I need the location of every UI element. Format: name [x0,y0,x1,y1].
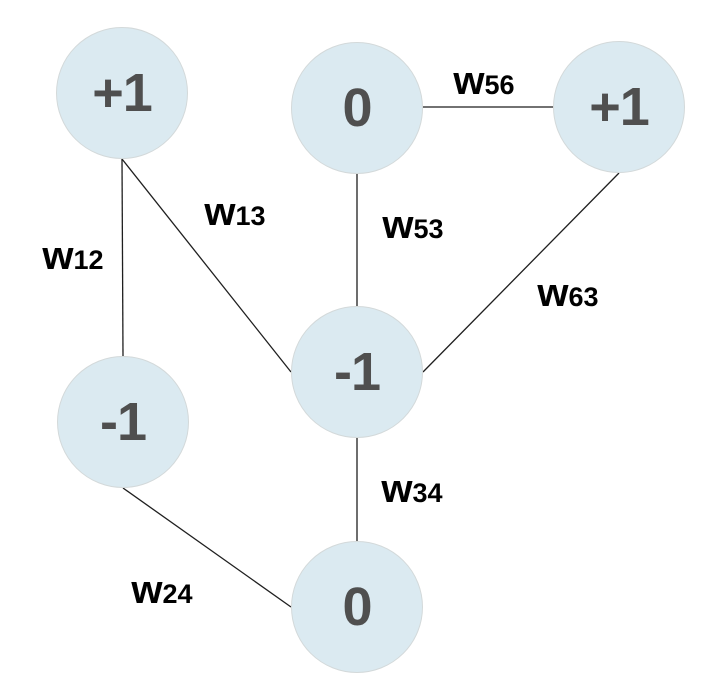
edge-weight-label-w13: w13 [204,192,265,232]
graph-node-2: -1 [57,356,189,488]
node-value-label: -1 [333,342,381,402]
edge-weight-label-w24: w24 [131,570,192,610]
node-value-label: 0 [342,577,372,637]
node-value-label: 0 [342,78,372,138]
graph-node-3: -1 [291,306,423,438]
graph-node-5: 0 [291,42,423,174]
weight-symbol: w [204,190,236,235]
graph-node-4: 0 [291,541,423,673]
node-value-label: +1 [589,77,650,137]
edge-weight-label-w56: w56 [453,61,514,101]
weight-subscript: 53 [413,214,444,245]
weight-subscript: 12 [73,245,104,276]
weight-symbol: w [381,467,413,512]
edge-weight-label-w53: w53 [382,205,443,245]
edge-weight-label-w63: w63 [537,273,598,313]
weight-subscript: 63 [568,282,599,313]
weight-symbol: w [537,271,569,316]
weight-subscript: 24 [162,579,193,610]
node-value-label: -1 [99,392,147,452]
graph-node-6: +1 [553,41,685,173]
edge-weight-label-w34: w34 [381,469,442,509]
edge-line-1-2 [121,158,124,357]
edge-line-1-3 [121,158,292,373]
weight-symbol: w [453,59,485,104]
weight-symbol: w [131,568,163,613]
edge-line-6-3 [422,172,620,373]
edge-line-2-4 [122,487,292,608]
weight-symbol: w [382,203,414,248]
weight-subscript: 34 [412,478,443,509]
node-value-label: +1 [92,63,153,123]
weight-subscript: 56 [484,70,515,101]
edge-weight-label-w12: w12 [42,236,103,276]
weight-subscript: 13 [235,201,266,232]
graph-node-1: +1 [56,27,188,159]
weight-symbol: w [42,234,74,279]
